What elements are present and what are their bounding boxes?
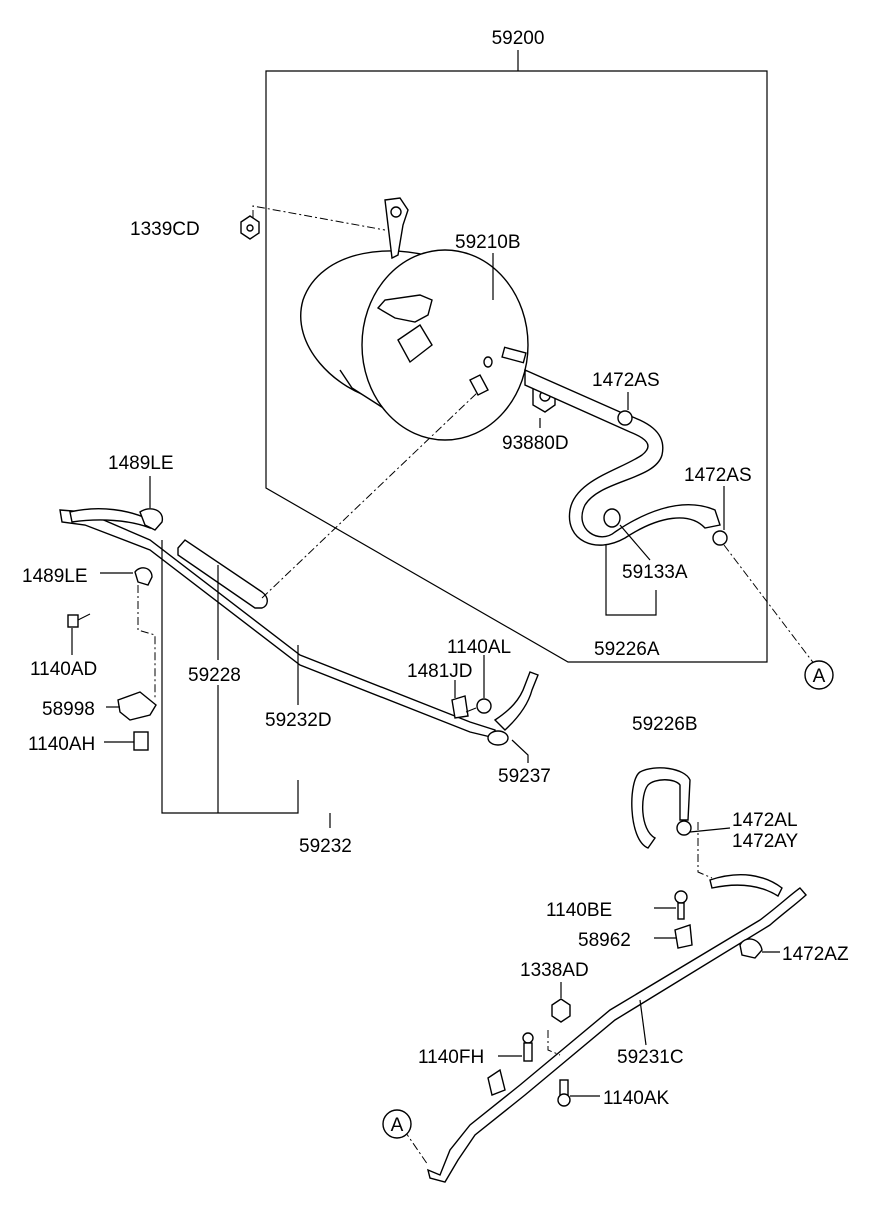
clamp-1472al [676, 820, 692, 836]
bracket-58998 [117, 691, 157, 721]
bolt-1140al [465, 698, 492, 714]
label-1140ad: 1140AD [30, 659, 97, 680]
label-59226a: 59226A [594, 639, 660, 660]
label-1140fh: 1140FH [418, 1047, 484, 1068]
label-59210b: 59210B [455, 232, 521, 253]
reference-a-lower: A [382, 1109, 412, 1139]
hose-59226b [631, 767, 691, 849]
label-1472as-lower: 1472AS [684, 465, 752, 486]
assembly-59200-frame [265, 50, 768, 663]
label-1339cd: 1339CD [130, 219, 200, 240]
hose-59228 [177, 539, 268, 609]
reference-a-upper-label: A [813, 666, 826, 687]
label-1338ad: 1338AD [520, 960, 589, 981]
clip-1481jd [451, 695, 469, 719]
label-1140al: 1140AL [447, 637, 511, 658]
reference-a-upper: A [804, 660, 834, 690]
label-59133a: 59133A [622, 562, 688, 583]
clamp-1472az [739, 938, 763, 959]
label-93880d: 93880D [502, 433, 569, 454]
bolt-1140fh [522, 1032, 534, 1062]
label-1140ah: 1140AH [28, 734, 95, 755]
label-59200: 59200 [492, 28, 545, 49]
clamp-1489le-lower [134, 567, 153, 586]
label-58962: 58962 [578, 930, 631, 951]
label-59232d: 59232D [265, 710, 332, 731]
clamp-1489le-upper [139, 508, 164, 531]
label-1489le-lower: 1489LE [22, 566, 88, 587]
label-59232: 59232 [299, 836, 352, 857]
bolt-1140ah [133, 731, 149, 751]
label-59228: 59228 [188, 665, 241, 686]
bolt-1140be [674, 890, 688, 920]
label-1489le-upper: 1489LE [108, 453, 174, 474]
label-1472as-upper: 1472AS [592, 370, 660, 391]
clip-58962 [674, 924, 693, 949]
label-59231c: 59231C [617, 1047, 684, 1068]
label-59226b: 59226B [632, 714, 698, 735]
nut-1339cd [240, 215, 260, 240]
bolt-1140ad [67, 613, 91, 628]
vent-59237 [487, 671, 539, 746]
label-1472az: 1472AZ [782, 944, 849, 965]
bracket-lower [487, 1068, 506, 1096]
clamp-1472as-upper [617, 410, 633, 426]
label-58998: 58998 [42, 699, 95, 720]
label-59237: 59237 [498, 766, 551, 787]
label-1472al: 1472AL [732, 810, 798, 831]
pipe-59231c [426, 874, 807, 1183]
label-1472ay: 1472AY [732, 831, 799, 852]
hose-59226a [524, 368, 721, 546]
leader-lines [71, 253, 780, 1097]
bolt-1140ak [557, 1079, 571, 1107]
reference-a-lower-label: A [391, 1115, 404, 1136]
nut-1338ad [551, 998, 571, 1023]
label-1140be: 1140BE [546, 900, 612, 921]
canister-59210b [300, 197, 529, 441]
label-1140ak: 1140AK [603, 1088, 670, 1109]
label-1481jd: 1481JD [407, 661, 473, 682]
clamp-1472as-lower [712, 530, 728, 546]
